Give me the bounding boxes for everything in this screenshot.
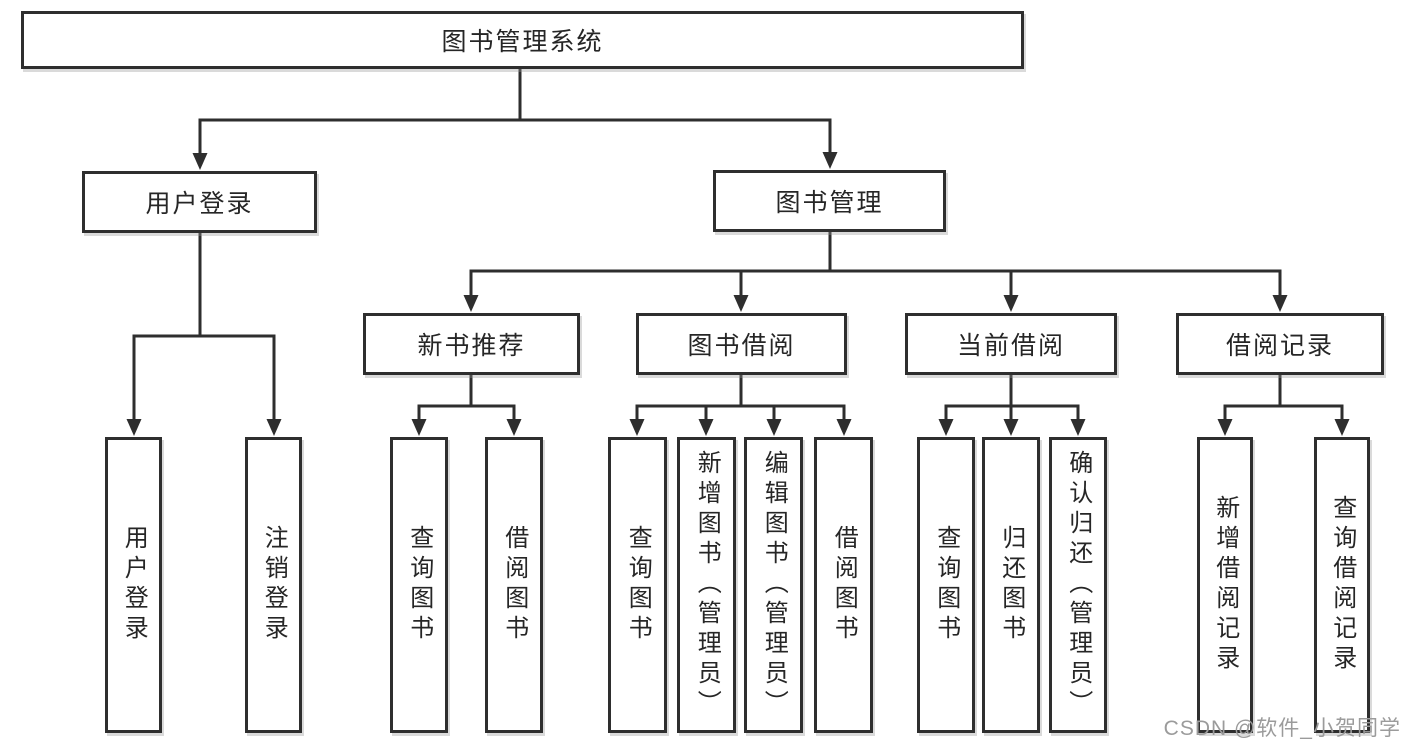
leaf-query-books-recommend-label: 查询图书 <box>405 525 433 645</box>
node-new-book-recommendation-label: 新书推荐 <box>417 332 526 360</box>
node-book-borrowing: 图书借阅 <box>636 313 847 375</box>
leaf-query-borrow-record-label: 查询借阅记录 <box>1328 495 1356 675</box>
node-borrowing-records-label: 借阅记录 <box>1225 332 1334 360</box>
node-current-borrowing: 当前借阅 <box>905 313 1117 375</box>
leaf-add-borrow-record-label: 新增借阅记录 <box>1211 495 1239 675</box>
leaf-return-books-label: 归还图书 <box>997 525 1025 645</box>
node-book-borrowing-label: 图书借阅 <box>687 332 796 360</box>
leaf-edit-books-admin-label: 编辑图书（管理员） <box>760 450 788 720</box>
leaf-query-books-borrow: 查询图书 <box>608 437 667 733</box>
leaf-query-books-recommend: 查询图书 <box>390 437 448 733</box>
node-root-label: 图书管理系统 <box>441 28 604 56</box>
leaf-borrow-books: 借阅图书 <box>814 437 873 733</box>
node-new-book-recommendation: 新书推荐 <box>363 313 580 375</box>
leaf-confirm-return-admin-label: 确认归还（管理员） <box>1064 450 1092 720</box>
leaf-user-login-label: 用户登录 <box>120 525 148 645</box>
csdn-watermark: CSDN @软件_小贺同学 <box>1163 717 1401 740</box>
leaf-query-books-borrow-label: 查询图书 <box>624 525 652 645</box>
node-root: 图书管理系统 <box>21 11 1024 69</box>
leaf-add-books-admin: 新增图书（管理员） <box>677 437 736 733</box>
node-current-borrowing-label: 当前借阅 <box>956 332 1065 360</box>
leaf-confirm-return-admin: 确认归还（管理员） <box>1049 437 1107 733</box>
leaf-logout-login-label: 注销登录 <box>260 525 288 645</box>
leaf-logout-login: 注销登录 <box>245 437 302 733</box>
leaf-return-books: 归还图书 <box>982 437 1040 733</box>
leaf-query-borrow-record: 查询借阅记录 <box>1314 437 1370 733</box>
leaf-borrow-books-label: 借阅图书 <box>830 525 858 645</box>
node-user-login: 用户登录 <box>82 171 317 233</box>
node-borrowing-records: 借阅记录 <box>1176 313 1384 375</box>
leaf-query-books-current: 查询图书 <box>917 437 975 733</box>
leaf-edit-books-admin: 编辑图书（管理员） <box>744 437 803 733</box>
leaf-borrow-books-recommend-label: 借阅图书 <box>500 525 528 645</box>
node-book-management: 图书管理 <box>713 170 946 232</box>
node-user-login-label: 用户登录 <box>145 190 254 218</box>
leaf-user-login: 用户登录 <box>105 437 162 733</box>
leaf-add-borrow-record: 新增借阅记录 <box>1197 437 1253 733</box>
leaf-query-books-current-label: 查询图书 <box>932 525 960 645</box>
leaf-add-books-admin-label: 新增图书（管理员） <box>693 450 721 720</box>
leaf-borrow-books-recommend: 借阅图书 <box>485 437 543 733</box>
node-book-management-label: 图书管理 <box>775 189 884 217</box>
